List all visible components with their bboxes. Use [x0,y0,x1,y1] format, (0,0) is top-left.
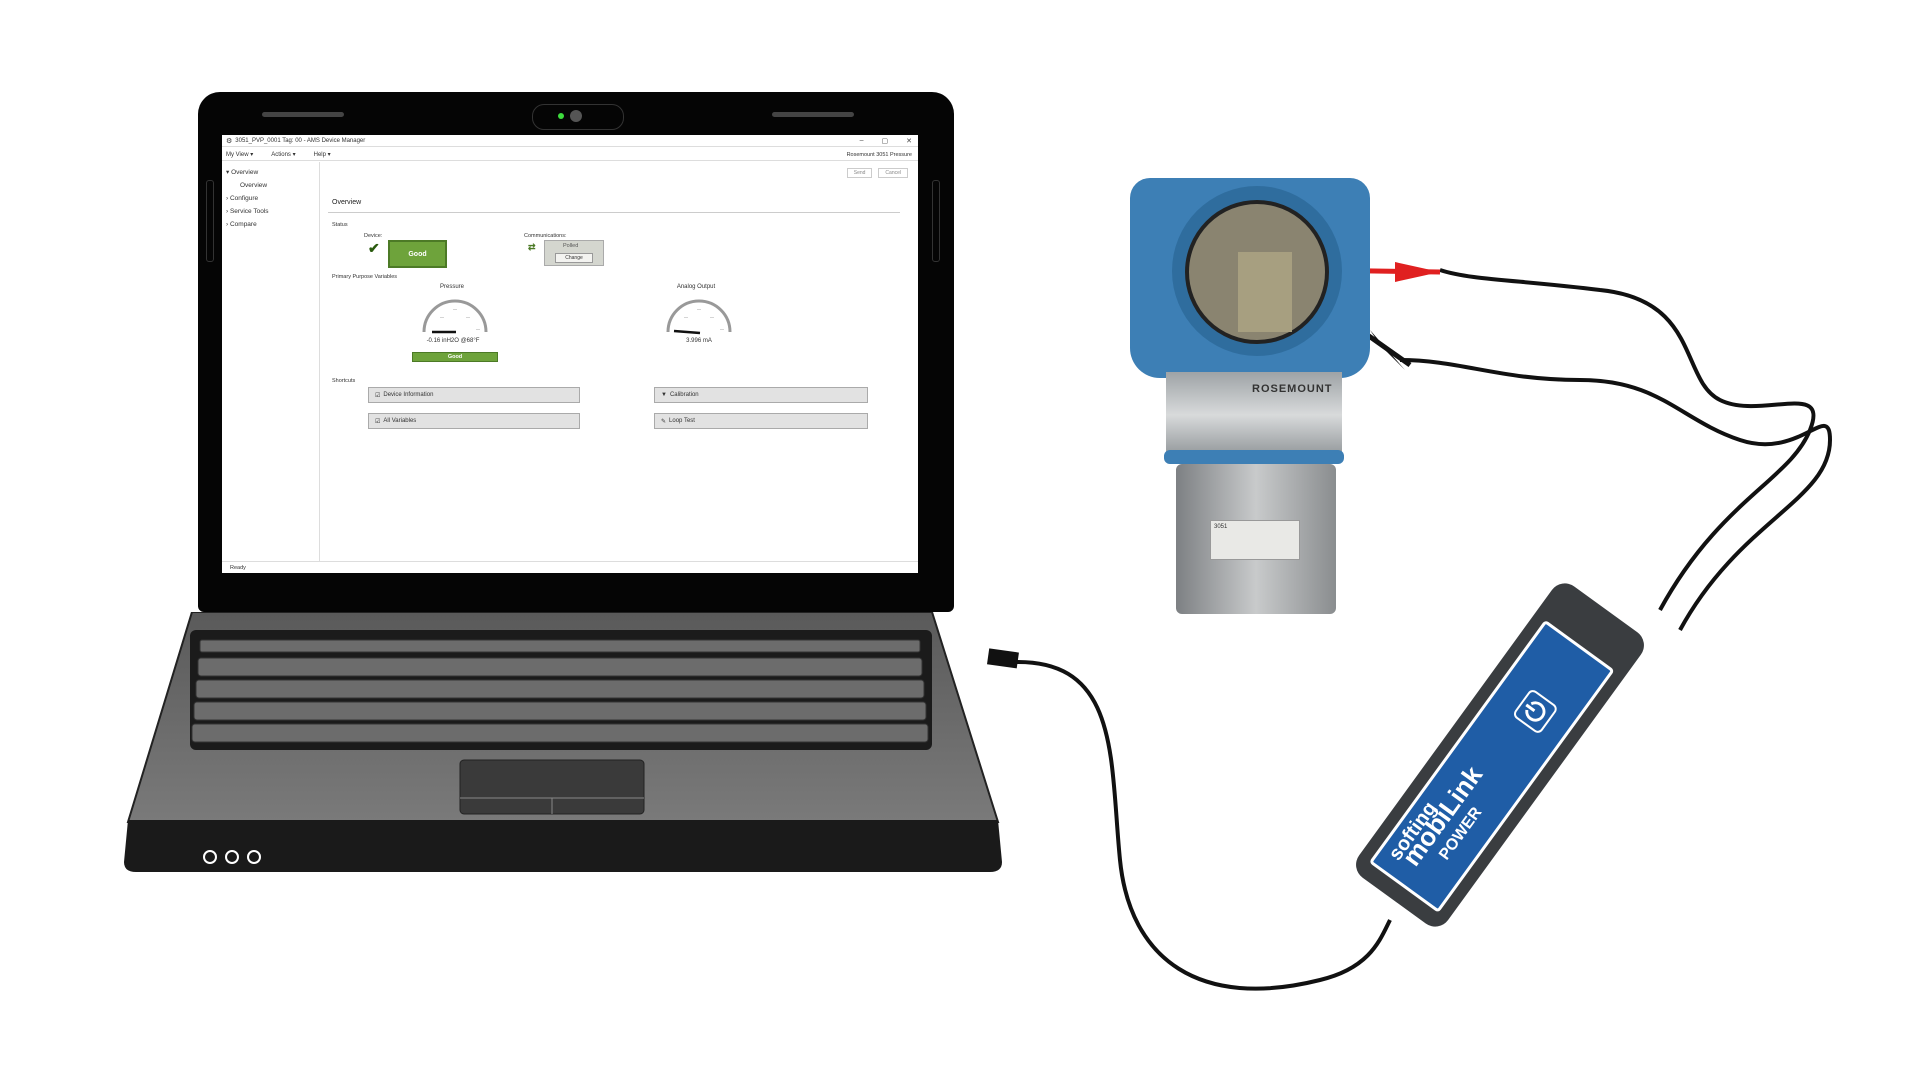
transmitter-nameplate-band [1166,372,1342,458]
shortcut-all-variables[interactable]: ☑ All Variables [368,413,580,429]
webcam-led-icon [558,113,564,119]
svg-text:—: — [476,326,480,331]
transmitter-label: 3051 [1210,520,1300,560]
send-button[interactable]: Send [846,168,873,178]
pv-label: Primary Purpose Variables [332,274,398,280]
window-title: 3051_PVP_0001 Tag: 00 - AMS Device Manag… [235,137,366,144]
sidebar-item-service-tools[interactable]: › Service Tools [226,208,269,215]
terminal-block-center [1238,252,1292,332]
lid-detail [932,180,940,262]
device-status-badge: Good [388,240,447,268]
communications-label: Communications: [524,233,567,239]
checklist-icon: ☑ [375,392,381,399]
shortcut-device-information[interactable]: ☑ Device Information [368,387,580,403]
menu-help[interactable]: Help ▾ [313,152,331,158]
svg-text:—: — [720,326,724,331]
laptop-base [124,612,1002,872]
menubar: My View ▾ Actions ▾ Help ▾ Rosemount 305… [222,149,918,161]
pressure-gauge-title: Pressure [439,284,464,290]
transmitter-ring [1164,450,1344,464]
shortcut-label: Device Information [383,392,434,398]
calibration-icon: ▼ [661,392,667,398]
cancel-button[interactable]: Cancel [878,168,908,178]
sidebar-item-overview[interactable]: ▾ Overview [226,169,259,176]
main-panel: Overview Status Device: ✔ Good Communica… [328,162,918,561]
checklist-icon: ☑ [375,418,381,425]
device-type-label: Rosemount 3051 Pressure [846,151,912,158]
pressure-quality-badge: Good [412,352,498,362]
pressure-value: -0.16 inH2O @68°F [426,338,480,344]
status-label: Status [332,222,348,228]
menu-my-view[interactable]: My View ▾ [226,152,254,158]
checkmark-icon: ✔ [368,240,380,256]
app-icon: ⚙ [226,137,233,145]
navigation-sidebar: ▾ Overview Overview › Configure › Servic… [222,162,320,561]
analog-output-gauge-title: Analog Output [676,284,716,290]
lid-detail [772,112,854,117]
sidebar-item-configure[interactable]: › Configure [226,195,259,202]
wrench-icon: ✎ [661,418,667,425]
analog-output-value: 3.996 mA [686,338,712,344]
shortcut-calibration[interactable]: ▼ Calibration [654,387,868,403]
lid-detail [206,180,214,262]
communications-panel: Polled Change [544,240,604,266]
shortcuts-label: Shortcuts [332,378,356,384]
power-icon[interactable]: ⏻ [1511,687,1560,736]
device-label: Device: [364,233,383,239]
divider [328,212,900,213]
transmitter-brand: ROSEMOUNT [1252,383,1333,395]
svg-text:—: — [684,314,688,319]
svg-text:—: — [697,306,701,311]
minimize-icon[interactable]: – [859,137,864,144]
maximize-icon[interactable]: ▢ [881,138,889,145]
webcam-lens-icon [570,110,582,122]
shortcut-label: All Variables [383,418,417,424]
svg-text:—: — [453,306,457,311]
analog-output-gauge: — — — — [666,299,732,335]
shortcut-label: Calibration [669,392,699,398]
laptop-screen: ⚙ 3051_PVP_0001 Tag: 00 - AMS Device Man… [222,135,918,573]
svg-text:—: — [710,314,714,319]
menu-actions[interactable]: Actions ▾ [271,152,296,158]
arrows-exchange-icon: ⇄ [528,242,536,252]
window-titlebar: ⚙ 3051_PVP_0001 Tag: 00 - AMS Device Man… [222,135,918,147]
svg-text:—: — [440,314,444,319]
webcam-bay [532,104,624,130]
status-bar: Ready [222,561,918,573]
comm-status: Polled [563,243,579,249]
sidebar-item-overview-sub[interactable]: Overview [240,182,268,189]
page-title: Overview [332,199,362,206]
change-button[interactable]: Change [555,253,593,263]
close-icon[interactable]: ✕ [906,138,912,145]
shortcut-label: Loop Test [669,418,695,424]
shortcut-loop-test[interactable]: ✎ Loop Test [654,413,868,429]
pressure-gauge: — — — — [422,299,488,334]
sidebar-item-compare[interactable]: › Compare [226,221,257,228]
svg-text:—: — [466,314,470,319]
lid-detail [262,112,344,117]
